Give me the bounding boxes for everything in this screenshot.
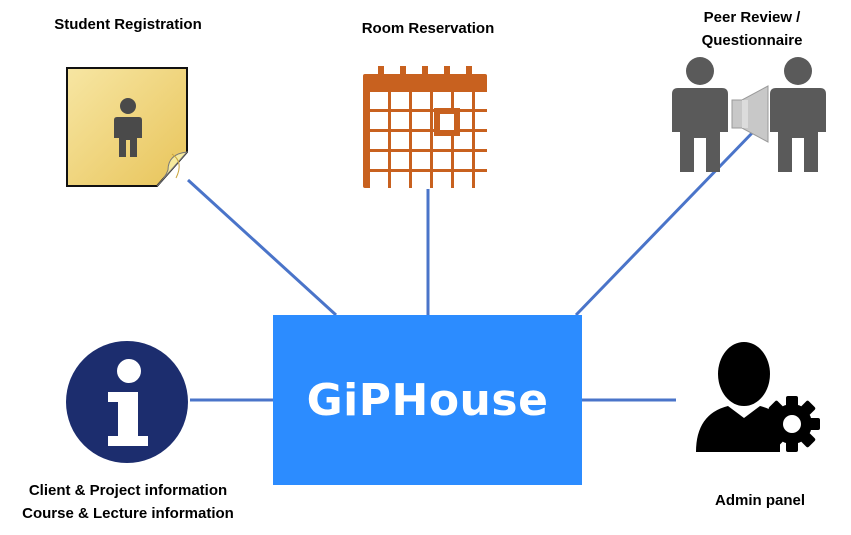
student-registration-label: Student Registration <box>54 16 202 33</box>
peer-review-label-line2: Questionnaire <box>701 32 803 49</box>
user-gear-icon[interactable] <box>694 340 826 456</box>
connector-student-registration <box>186 178 338 317</box>
information-label-line2: Course & Lecture information <box>22 505 234 522</box>
connector-peer-review <box>574 128 757 317</box>
information-label-line1: Client & Project information <box>28 482 228 499</box>
hub-title: GiPHouse <box>306 374 549 426</box>
people-megaphone-icon[interactable] <box>670 56 836 174</box>
peer-review-label-line1: Peer Review / <box>703 9 801 26</box>
calendar-icon[interactable] <box>360 66 490 190</box>
admin-panel-label: Admin panel <box>714 492 805 509</box>
giphouse-hub[interactable]: GiPHouse <box>273 315 582 485</box>
sticky-note-person-icon[interactable] <box>64 66 192 190</box>
room-reservation-label: Room Reservation <box>361 20 495 37</box>
info-icon[interactable] <box>64 340 190 464</box>
